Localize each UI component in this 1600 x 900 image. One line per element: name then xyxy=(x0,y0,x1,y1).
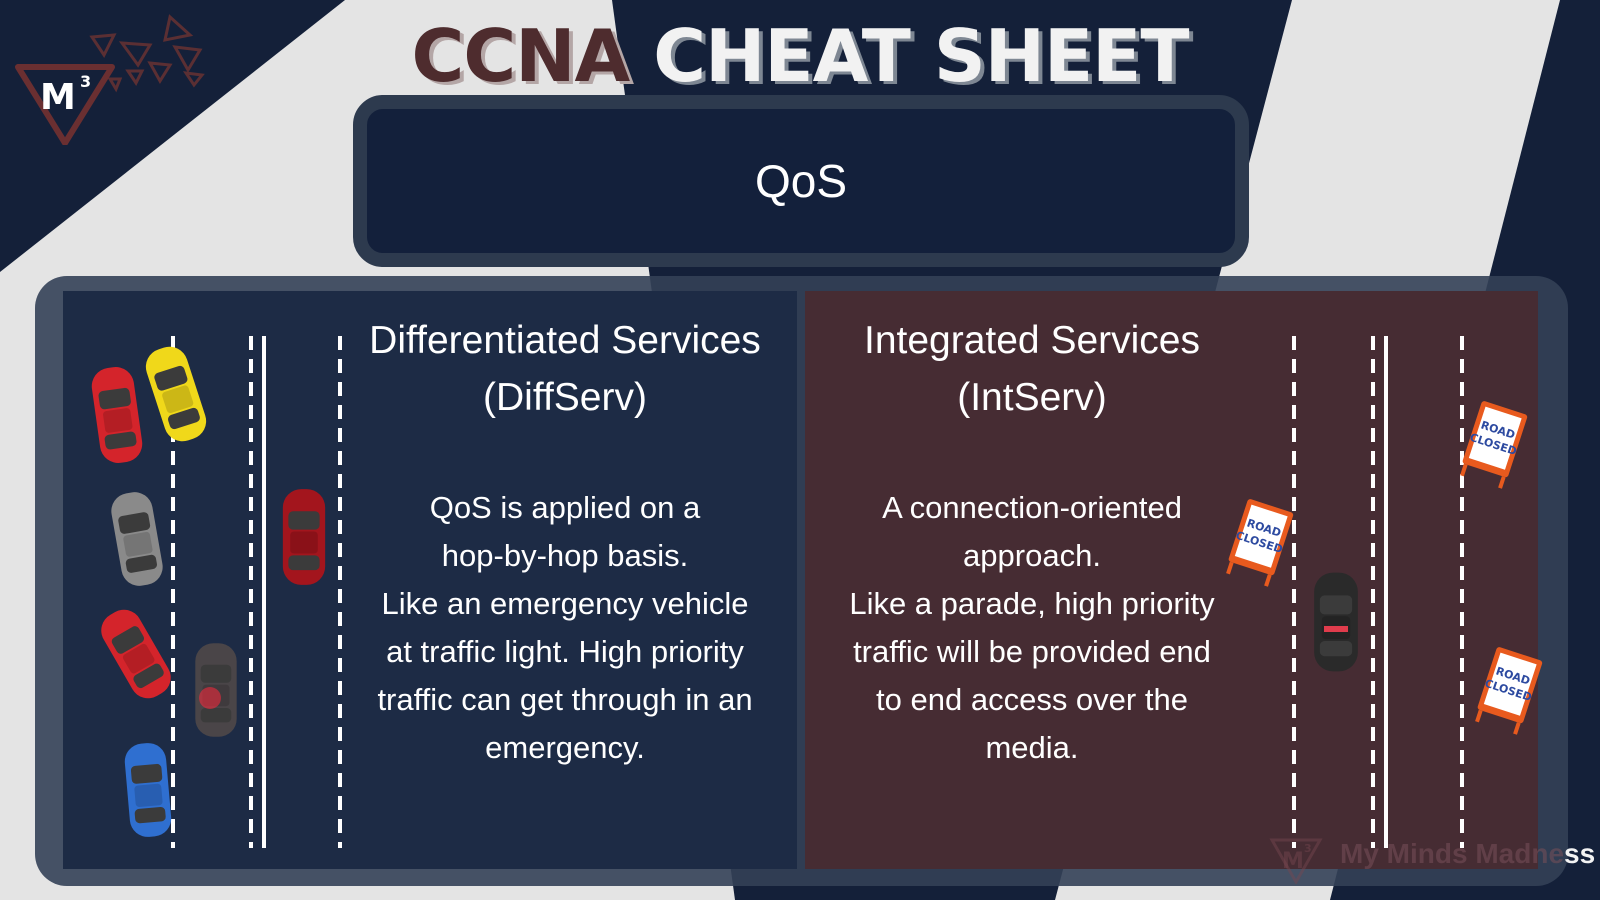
triangle-pattern-icon xyxy=(89,14,205,93)
svg-text:M: M xyxy=(1282,849,1304,874)
diffserv-line: at traffic light. High priority xyxy=(386,634,744,669)
intserv-panel xyxy=(805,291,1538,869)
intserv-line: A connection-oriented xyxy=(882,490,1182,525)
logo-superscript: 3 xyxy=(80,72,91,91)
topic-box: QoS xyxy=(353,95,1249,267)
title-ccna: CCNA xyxy=(411,14,631,98)
intserv-line: Like a parade, high priority xyxy=(849,586,1215,621)
watermark-text: My Minds Madness xyxy=(1340,838,1595,870)
intserv-heading: Integrated Services (IntServ) xyxy=(863,319,1200,419)
logo-triangle-icon xyxy=(15,64,115,145)
m3-logo: M 3 xyxy=(15,14,205,145)
topic-label: QoS xyxy=(754,155,848,207)
diffserv-line: Like an emergency vehicle xyxy=(381,586,749,621)
intserv-line: traffic will be provided end xyxy=(853,634,1211,669)
intserv-line: approach. xyxy=(963,538,1101,573)
diffserv-heading: Differentiated Services (DiffServ) xyxy=(369,319,761,419)
intserv-description: A connection-oriented approach. Like a p… xyxy=(812,484,1252,772)
svg-text:3: 3 xyxy=(1304,842,1312,855)
logo-letter: M xyxy=(40,77,76,118)
watermark-logo: M 3 xyxy=(1269,838,1323,884)
diffserv-line: QoS is applied on a xyxy=(429,490,701,525)
watermark-text-tail: ss xyxy=(1564,838,1596,869)
intserv-line: to end access over the xyxy=(876,682,1188,717)
intserv-line: media. xyxy=(985,730,1079,765)
diffserv-line: hop-by-hop basis. xyxy=(441,538,689,573)
title-cheat-sheet: CHEAT SHEET xyxy=(653,14,1189,98)
diffserv-line: traffic can get through in an xyxy=(377,682,753,717)
diffserv-description: QoS is applied on a hop-by-hop basis. Li… xyxy=(345,484,785,772)
page-title: CCNA CHEAT SHEET xyxy=(0,8,1600,104)
diffserv-line: emergency. xyxy=(485,730,645,765)
watermark-text-faded: My Minds Madne xyxy=(1340,838,1565,869)
